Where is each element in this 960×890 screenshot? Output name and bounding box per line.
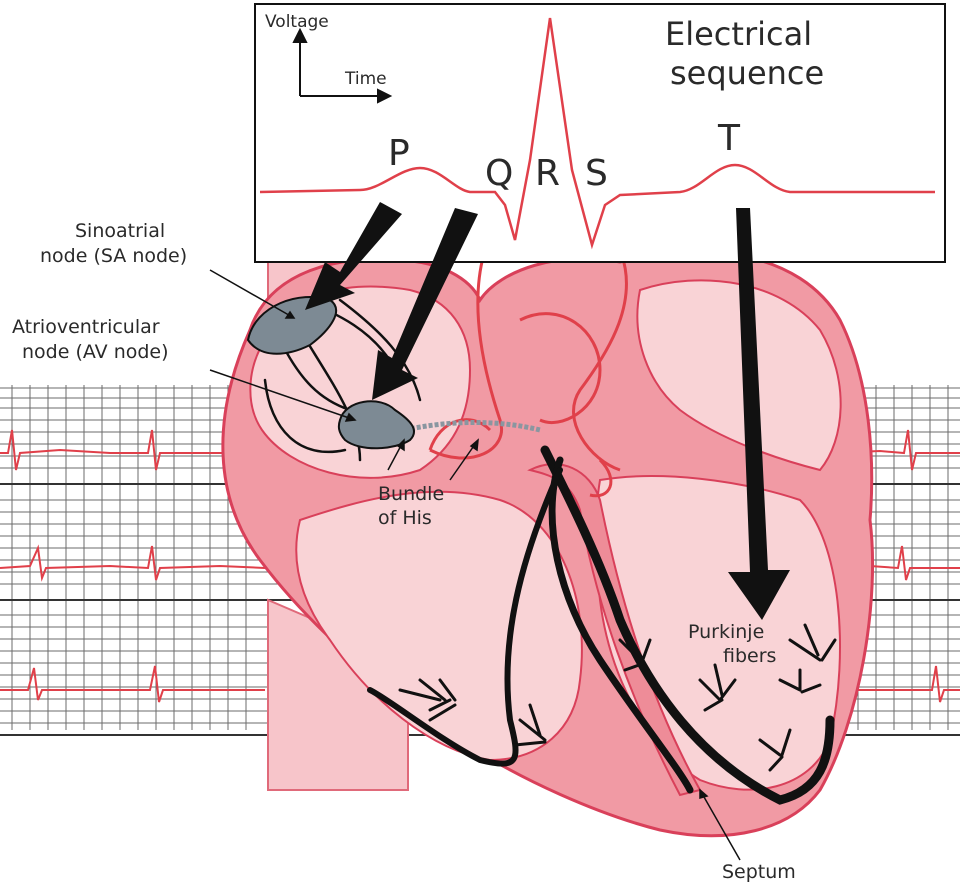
sa-label-line1: Sinoatrial (75, 220, 165, 242)
sa-arrow-icon (305, 202, 402, 310)
ventricle-arrow-icon (728, 208, 790, 620)
ecg-waveform (259, 17, 935, 250)
axes-icon (292, 27, 393, 104)
av-label-line2: node (AV node) (22, 341, 169, 363)
his-label-line2: of His (378, 507, 432, 529)
title-line1: Electrical (665, 15, 812, 53)
conduction-arrows (305, 202, 790, 620)
septum-label: Septum (722, 861, 796, 883)
wave-q: Q (485, 153, 513, 194)
av-label-line1: Atrioventricular (12, 316, 160, 338)
x-axis-label: Time (344, 69, 387, 89)
wave-r: R (535, 153, 560, 194)
purkinje-label-line2: fibers (723, 645, 776, 667)
pointer-lines (209, 269, 741, 861)
sa-label-line2: node (SA node) (40, 245, 187, 267)
purkinje-label-line1: Purkinje (688, 621, 764, 643)
wave-p: P (388, 133, 410, 174)
wave-t: T (717, 118, 741, 159)
conduction-system (263, 298, 837, 805)
y-axis-label: Voltage (265, 12, 329, 32)
av-arrow-icon (372, 208, 478, 400)
electrical-sequence-panel (254, 3, 946, 263)
his-label-line1: Bundle (378, 483, 444, 505)
bundle-of-his-path (404, 420, 541, 433)
av-node (337, 400, 415, 450)
sa-node (246, 295, 337, 355)
wave-s: S (585, 153, 608, 194)
title-line2: sequence (670, 54, 824, 92)
